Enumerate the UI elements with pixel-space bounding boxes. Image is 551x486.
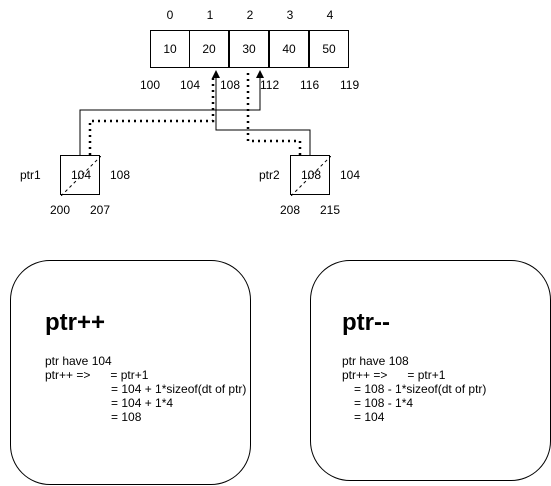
card-line: ptr++ => = ptr+1: [45, 368, 149, 382]
address-label: 108: [220, 78, 241, 92]
array-index: 0: [166, 8, 174, 22]
card-line: = 104 + 1*sizeof(dt of ptr): [111, 382, 247, 396]
ptr2-side-label: 104: [340, 168, 361, 182]
ptr1-label: ptr1: [20, 168, 41, 182]
arrowhead: [212, 70, 220, 78]
address-label: 112: [260, 78, 280, 92]
card-line: = 108: [111, 410, 142, 424]
card-line: ptr have 104: [45, 354, 112, 368]
ptr2-address-start: 208: [280, 203, 301, 217]
address-label: 100: [140, 78, 161, 92]
arrowhead: [256, 70, 264, 78]
card-line: = 108 - 1*4: [354, 396, 414, 410]
array-cell: 10: [150, 30, 190, 68]
ptr2-value: 108: [300, 168, 322, 182]
ptr1-box: 104: [60, 155, 101, 196]
ptr2-address-end: 215: [320, 203, 341, 217]
ptr1-side-label: 108: [110, 168, 131, 182]
array-cell: 30: [229, 30, 269, 68]
ptr2-box: 108: [290, 155, 331, 196]
card-line: = 108 - 1*sizeof(dt of ptr): [354, 382, 487, 396]
ptr1-address-start: 200: [50, 203, 71, 217]
card-line: ptr++ => = ptr+1: [342, 368, 446, 382]
address-label: 116: [300, 78, 320, 92]
ptr2-label: ptr2: [259, 168, 280, 182]
ptr1-address-end: 207: [90, 203, 111, 217]
card-title: ptr++: [45, 309, 106, 336]
array-index: 2: [246, 8, 254, 22]
ptr-increment-card: ptr++ ptr have 104 ptr++ => = ptr+1 = 10…: [10, 260, 251, 485]
array-cell: 20: [189, 30, 229, 68]
ptr1-value: 104: [70, 168, 92, 182]
array-cell: 50: [309, 30, 349, 68]
card-line: ptr have 108: [342, 354, 409, 368]
array-cell: 40: [269, 30, 309, 68]
array-index: 3: [286, 8, 294, 22]
card-title: ptr--: [342, 309, 390, 336]
array-index: 1: [206, 8, 214, 22]
card-line: = 104 + 1*4: [111, 396, 174, 410]
array-index: 4: [326, 8, 334, 22]
address-label: 104: [180, 78, 201, 92]
ptr-decrement-card: ptr-- ptr have 108 ptr++ => = ptr+1 = 10…: [310, 260, 551, 481]
address-label: 119: [340, 78, 360, 92]
card-line: = 104: [354, 410, 385, 424]
